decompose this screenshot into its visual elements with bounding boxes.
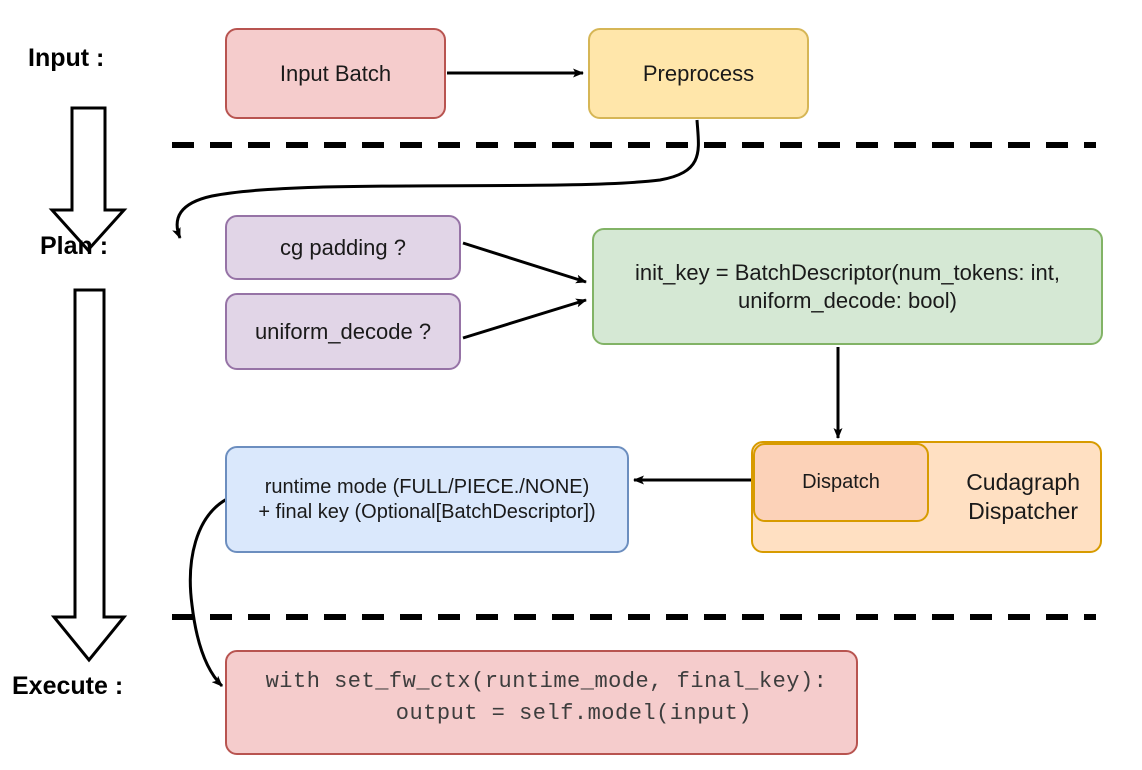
node-cudagraph-dispatcher-line2: Dispatcher — [968, 498, 1079, 524]
node-init-key-line2: uniform_decode: bool) — [738, 287, 957, 313]
node-runtime-mode-line2: + final key (Optional[BatchDescriptor]) — [258, 500, 596, 523]
arrow-runtime-mode-to-code — [188, 497, 228, 688]
node-preprocess-label: Preprocess — [642, 60, 755, 86]
node-preprocess[interactable]: Preprocess — [588, 28, 809, 119]
node-init-key-line1: init_key = BatchDescriptor(num_tokens: i… — [635, 260, 1060, 285]
arrow-uniform-decode-to-init-key — [462, 298, 587, 340]
node-cg-padding-label: cg padding ? — [280, 234, 406, 260]
node-input-batch-label: Input Batch — [279, 60, 392, 86]
node-uniform-decode-label: uniform_decode ? — [254, 318, 432, 344]
plan-to-execute-block-arrow — [50, 288, 128, 663]
stage-label-input: Input : — [28, 44, 105, 72]
node-uniform-decode[interactable]: uniform_decode ? — [225, 293, 461, 370]
input-to-plan-block-arrow — [48, 106, 128, 253]
arrow-cg-padding-to-init-key — [462, 241, 587, 284]
node-runtime-mode[interactable]: runtime mode (FULL/PIECE./NONE) + final … — [225, 446, 629, 553]
node-cg-padding[interactable]: cg padding ? — [225, 215, 461, 280]
node-init-key[interactable]: init_key = BatchDescriptor(num_tokens: i… — [592, 228, 1103, 345]
code-line-1: with set_fw_ctx(runtime_mode, final_key)… — [265, 669, 828, 694]
stage-label-plan: Plan : — [40, 232, 109, 260]
node-code-block[interactable]: with set_fw_ctx(runtime_mode, final_key)… — [225, 650, 858, 755]
node-runtime-mode-line1: runtime mode (FULL/PIECE./NONE) — [264, 475, 590, 498]
node-dispatch-label: Dispatch — [802, 471, 880, 493]
code-line-2: output = self.model(input) — [340, 700, 753, 726]
node-dispatch[interactable]: Dispatch — [753, 443, 929, 522]
node-cudagraph-dispatcher-line1: Cudagraph — [966, 469, 1080, 496]
stage-label-execute: Execute : — [12, 672, 124, 700]
node-input-batch[interactable]: Input Batch — [225, 28, 446, 119]
